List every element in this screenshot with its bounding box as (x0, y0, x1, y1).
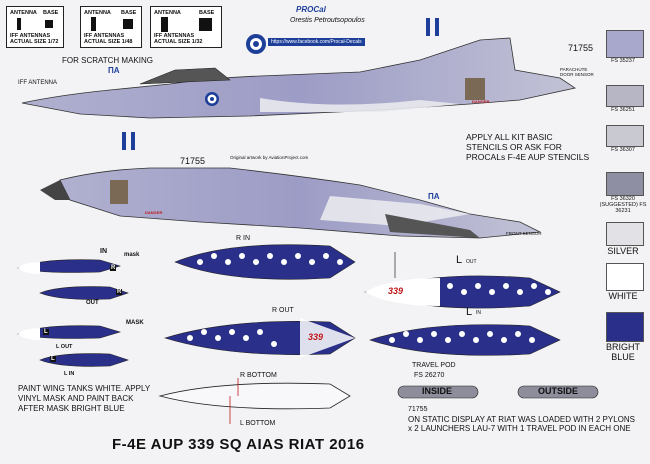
tank-r-label: R (110, 265, 117, 271)
tank-r-bottom-label: R BOTTOM (240, 372, 277, 379)
serial-top: 71755 (568, 43, 594, 53)
parachute-note: PARACHUTE DOOR SENSOR (560, 67, 594, 77)
base-stencil-icon (45, 20, 53, 28)
iff-title: IFF ANTENNAS (154, 33, 195, 39)
tank-339-label-2: 339 (388, 286, 404, 296)
color-swatch-label: SILVER (607, 246, 639, 256)
color-swatch-label: FS 36320 (SUGGESTED) FS 36231 (599, 196, 647, 214)
danger-label-1: DANGER (472, 99, 490, 104)
roundel-icon (246, 34, 266, 54)
color-swatch (606, 85, 644, 107)
antenna-stencil-icon (161, 17, 168, 32)
danger-label-2: DANGER (145, 210, 163, 215)
tank-l-bottom-label: L BOTTOM (240, 420, 276, 427)
tank-l-in-right: L (466, 306, 473, 318)
front-sensor-note: FRONT SENSOR (506, 231, 542, 236)
tank-r-label-2: R (116, 289, 123, 295)
base-label: BASE (121, 10, 137, 16)
pi-alpha-1: ΠΑ (108, 66, 120, 75)
wing-tanks-note: PAINT WING TANKS WHITE. APPLY VINYL MASK… (18, 384, 151, 413)
pod-inside-label: INSIDE (422, 386, 453, 396)
tank-mask-label: mask (124, 252, 140, 258)
tank-r-out-label: R OUT (272, 307, 294, 314)
color-swatch (606, 30, 644, 58)
color-swatch (606, 222, 644, 246)
color-swatch-label: FS 36251 (611, 107, 635, 113)
color-swatch (606, 172, 644, 196)
color-swatch-label: BRIGHT BLUE (605, 342, 640, 362)
iff-box-148: ANTENNA BASE IFF ANTENNAS ACTUAL SIZE 1/… (80, 6, 142, 48)
facebook-url: https://www.facebook.com/Procal-Decals (268, 38, 365, 46)
color-swatch-label: FS 36307 (611, 147, 635, 153)
tank-l-out-label: L OUT (56, 344, 73, 350)
antenna-stencil-icon (17, 18, 21, 30)
iff-size: ACTUAL SIZE 1/72 (10, 39, 59, 45)
iff-title: IFF ANTENNAS (10, 33, 51, 39)
static-display-note: ON STATIC DISPLAY AT RIAT WAS LOADED WIT… (408, 415, 636, 433)
fin-flash-icon (424, 18, 442, 36)
serial-low: 71755 (408, 406, 428, 413)
iff-size: ACTUAL SIZE 1/48 (84, 39, 133, 45)
tank-l-in-label: L IN (64, 371, 75, 377)
tank-339-label: 339 (308, 332, 324, 342)
serial-mid: 71755 (180, 156, 206, 166)
antenna-label: ANTENNA (10, 10, 37, 16)
tank-l-out-right: L (456, 254, 463, 266)
color-swatch (606, 125, 644, 147)
color-swatch (606, 312, 644, 342)
color-swatch-label: FS 35237 (611, 58, 635, 64)
color-swatch-label: WHITE (608, 291, 638, 301)
color-swatch (606, 263, 644, 291)
pi-alpha-2: ΠΑ (428, 192, 440, 201)
iff-antenna-note: IFF ANTENNA (18, 80, 58, 86)
tank-r-in-label: R IN (236, 235, 250, 242)
pod-outside-label: OUTSIDE (538, 386, 579, 396)
sheet-title: F-4E AUP 339 SQ AIAS RIAT 2016 (112, 436, 365, 453)
antenna-stencil-icon (91, 17, 96, 31)
tank-l-label-2: L (50, 356, 56, 362)
tank-in-label: IN (100, 248, 107, 255)
travel-pod-note: TRAVEL POD (412, 362, 456, 369)
iff-box-172: ANTENNA BASE IFF ANTENNAS ACTUAL SIZE 1/… (6, 6, 64, 48)
iff-box-132: ANTENNA BASE IFF ANTENNAS ACTUAL SIZE 1/… (150, 6, 222, 48)
tank-out-label: OUT (86, 300, 99, 306)
tank-l-label: L (43, 329, 49, 335)
scratch-note: FOR SCRATCH MAKING (62, 56, 153, 65)
tank-mask-label-2: MASK (126, 320, 144, 326)
base-stencil-icon (199, 18, 212, 31)
tank-l-in-right-sub: IN (476, 310, 481, 316)
base-label: BASE (199, 10, 215, 16)
travel-pod-fs: FS 26270 (414, 372, 445, 379)
author-name: Orestis Petroutsopoulos (290, 17, 365, 24)
artwork-credit: Original artwork by AviationProject.com (230, 155, 309, 160)
brand-logo-text: PROCal (296, 5, 326, 14)
base-label: BASE (43, 10, 59, 16)
iff-size: ACTUAL SIZE 1/32 (154, 39, 203, 45)
antenna-label: ANTENNA (154, 10, 181, 16)
fin-flash-icon (120, 132, 138, 150)
antenna-label: ANTENNA (84, 10, 111, 16)
tank-l-out-right-sub: OUT (466, 259, 477, 265)
apply-kit-note: APPLY ALL KIT BASIC STENCILS OR ASK FOR … (466, 132, 590, 162)
iff-title: IFF ANTENNAS (84, 33, 125, 39)
base-stencil-icon (123, 19, 133, 29)
